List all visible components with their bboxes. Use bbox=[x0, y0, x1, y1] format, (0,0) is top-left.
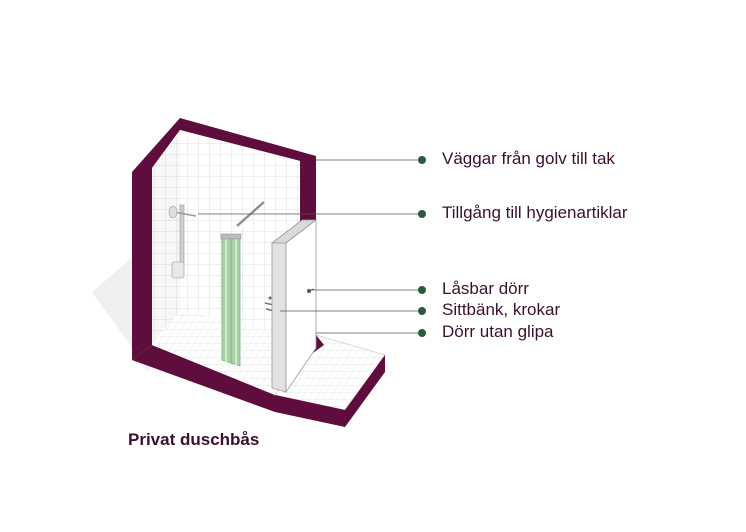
callout-walls-floor-to-ceiling: Väggar från golv till tak bbox=[442, 149, 615, 168]
callout-dot bbox=[418, 329, 426, 337]
callout-dot bbox=[418, 307, 426, 315]
door bbox=[270, 219, 318, 394]
callout-dot bbox=[418, 286, 426, 294]
callout-lockable-door: Låsbar dörr bbox=[442, 279, 529, 298]
callout-gapless-door: Dörr utan glipa bbox=[442, 322, 554, 341]
callout-hygiene-access: Tillgång till hygienartiklar bbox=[442, 203, 628, 222]
callout-bench-hooks: Sittbänk, krokar bbox=[442, 300, 561, 319]
callout-dots bbox=[418, 156, 426, 337]
diagram-caption: Privat duschbås bbox=[128, 430, 260, 449]
callout-dot bbox=[418, 156, 426, 164]
tiled-walls bbox=[152, 130, 300, 345]
callout-dot bbox=[418, 210, 426, 218]
glass-partition bbox=[220, 233, 242, 367]
callout-lines bbox=[198, 159, 420, 334]
shower-head-fixture bbox=[168, 204, 197, 279]
